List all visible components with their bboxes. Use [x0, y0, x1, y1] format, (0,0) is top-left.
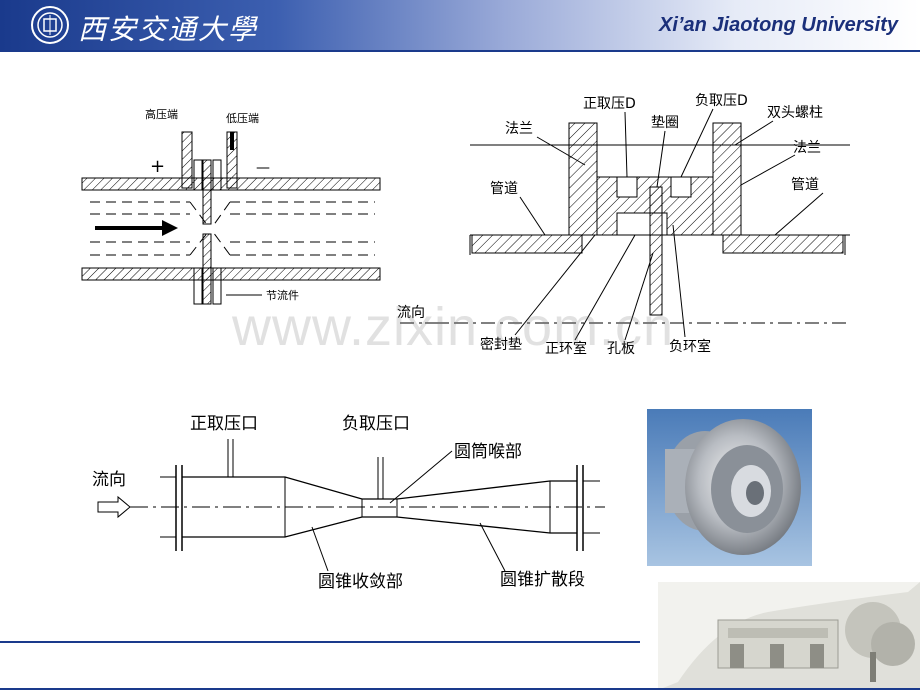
low-pressure-fill [230, 132, 234, 150]
venturi-nozzle-photo [647, 409, 812, 566]
label-seal-gasket: 密封垫 [480, 336, 522, 353]
flange-lower-left [193, 267, 203, 305]
venturi-leader-lines [311, 450, 506, 572]
label-neg-chamber: 负环室 [669, 338, 711, 355]
header-bar: 西安交通大學 Xi’an Jiaotong University [0, 0, 920, 50]
throttle-label: 节流件 [266, 288, 299, 302]
minus-sign: — [256, 160, 270, 176]
pos-port-tube [227, 439, 234, 477]
label-neg-port: 负取压口 [342, 414, 410, 434]
flange-upper-left [193, 159, 203, 191]
leader-lines [425, 108, 824, 341]
venturi-lower-outline [182, 516, 577, 538]
label-flow-dir: 流向 [92, 470, 126, 490]
orifice-plate [649, 186, 663, 316]
pipe-bottom-wall [81, 267, 381, 281]
label-pos-tap: 正取压D [583, 96, 636, 112]
venturi-diagram: 正取压口 负取压口 圆筒喉部 流向 圆锥收敛部 圆锥扩散段 [92, 414, 605, 592]
logo-text: 西安交通大學 [78, 13, 259, 46]
campus-decoration-image [658, 582, 920, 690]
plus-sign: + [150, 156, 165, 177]
footer-divider [0, 641, 640, 643]
label-orifice-plate: 孔板 [607, 341, 635, 357]
venturi-upper-outline [182, 476, 577, 500]
label-pipe-left: 管道 [490, 181, 518, 197]
orifice-flow-diagram: 高压端 低压端 + — 节流件 [81, 107, 381, 305]
university-name-en: Xi’an Jiaotong University [659, 14, 898, 36]
pipe-stubs [160, 476, 600, 538]
high-pressure-label: 高压端 [145, 107, 178, 121]
bottom-border [0, 688, 920, 690]
flange-right [712, 122, 742, 236]
label-gasket-ring: 垫圈 [651, 115, 679, 131]
flow-arrow-icon [95, 220, 178, 236]
neg-tap-hole [670, 176, 692, 198]
label-neg-tap: 负取压D [695, 93, 748, 109]
flange-assembly-diagram: 法兰 正取压D 负取压D 垫圈 双头螺柱 法兰 管道 管道 流向 密封垫 正环室… [397, 93, 850, 357]
label-flow-dir: 流向 [397, 305, 425, 321]
pos-tap-hole [616, 176, 638, 198]
watermark: www.zixin.com.cn [232, 297, 675, 357]
label-pos-port: 正取压口 [190, 414, 258, 434]
flange-lower-right [212, 267, 222, 305]
pipe-left [471, 234, 583, 254]
label-throat: 圆筒喉部 [454, 442, 522, 462]
header-divider [0, 50, 920, 52]
label-flange-right: 法兰 [793, 140, 821, 156]
label-flange-left: 法兰 [505, 121, 533, 137]
orifice-plate-upper [202, 159, 212, 225]
flow-arrow-icon [97, 495, 131, 519]
label-diverging: 圆锥扩散段 [500, 570, 585, 590]
orifice-plate-lower [202, 233, 212, 305]
neg-port-tube [377, 457, 384, 499]
flange-left [568, 122, 598, 236]
university-emblem-icon [31, 6, 69, 44]
high-pressure-tube [181, 131, 193, 189]
flange-upper-right [212, 159, 222, 191]
label-pos-chamber: 正环室 [545, 340, 587, 357]
low-pressure-label: 低压端 [226, 112, 259, 125]
pipe-right [722, 234, 844, 254]
label-converging: 圆锥收敛部 [318, 572, 403, 592]
label-stud-bolt: 双头螺柱 [767, 105, 823, 121]
label-pipe-right: 管道 [791, 177, 819, 193]
